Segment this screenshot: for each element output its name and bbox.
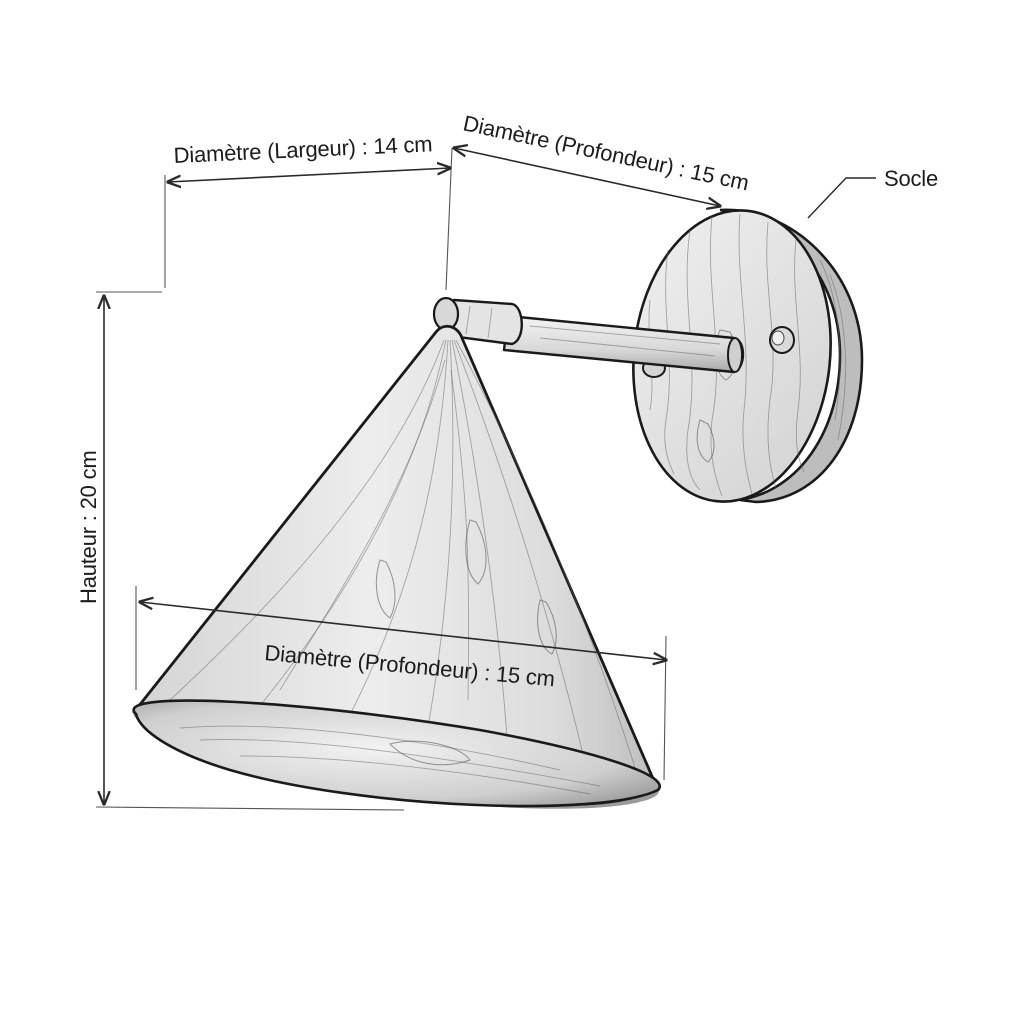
extension-line-center: [445, 147, 453, 291]
screw-right: [769, 326, 795, 354]
arm-rod: [432, 296, 745, 374]
height-label: Hauteur : 20 cm: [76, 450, 101, 604]
inner-wood-grain: [179, 725, 601, 795]
width-label: Diamètre (Largeur) : 14 cm: [173, 131, 433, 168]
dimension-height: Hauteur : 20 cm: [76, 291, 405, 811]
base-label: Socle: [884, 166, 938, 191]
base-leader-line: [807, 177, 876, 219]
dimension-depth-top: Diamètre (Profondeur) : 15 cm: [454, 110, 751, 206]
base-callout: Socle: [807, 166, 938, 219]
depth-shade-dimension-line: [140, 602, 666, 660]
depth-top-label: Diamètre (Profondeur) : 15 cm: [461, 110, 751, 195]
width-dimension-line: [168, 168, 450, 182]
plate-wood-grain: [648, 213, 805, 497]
dimension-width: Diamètre (Largeur) : 14 cm: [164, 131, 453, 291]
extension-line-shade-right: [663, 635, 667, 781]
cone-shade: [132, 324, 661, 809]
depth-top-dimension-line: [454, 148, 720, 206]
extension-line-bottom: [95, 806, 405, 811]
